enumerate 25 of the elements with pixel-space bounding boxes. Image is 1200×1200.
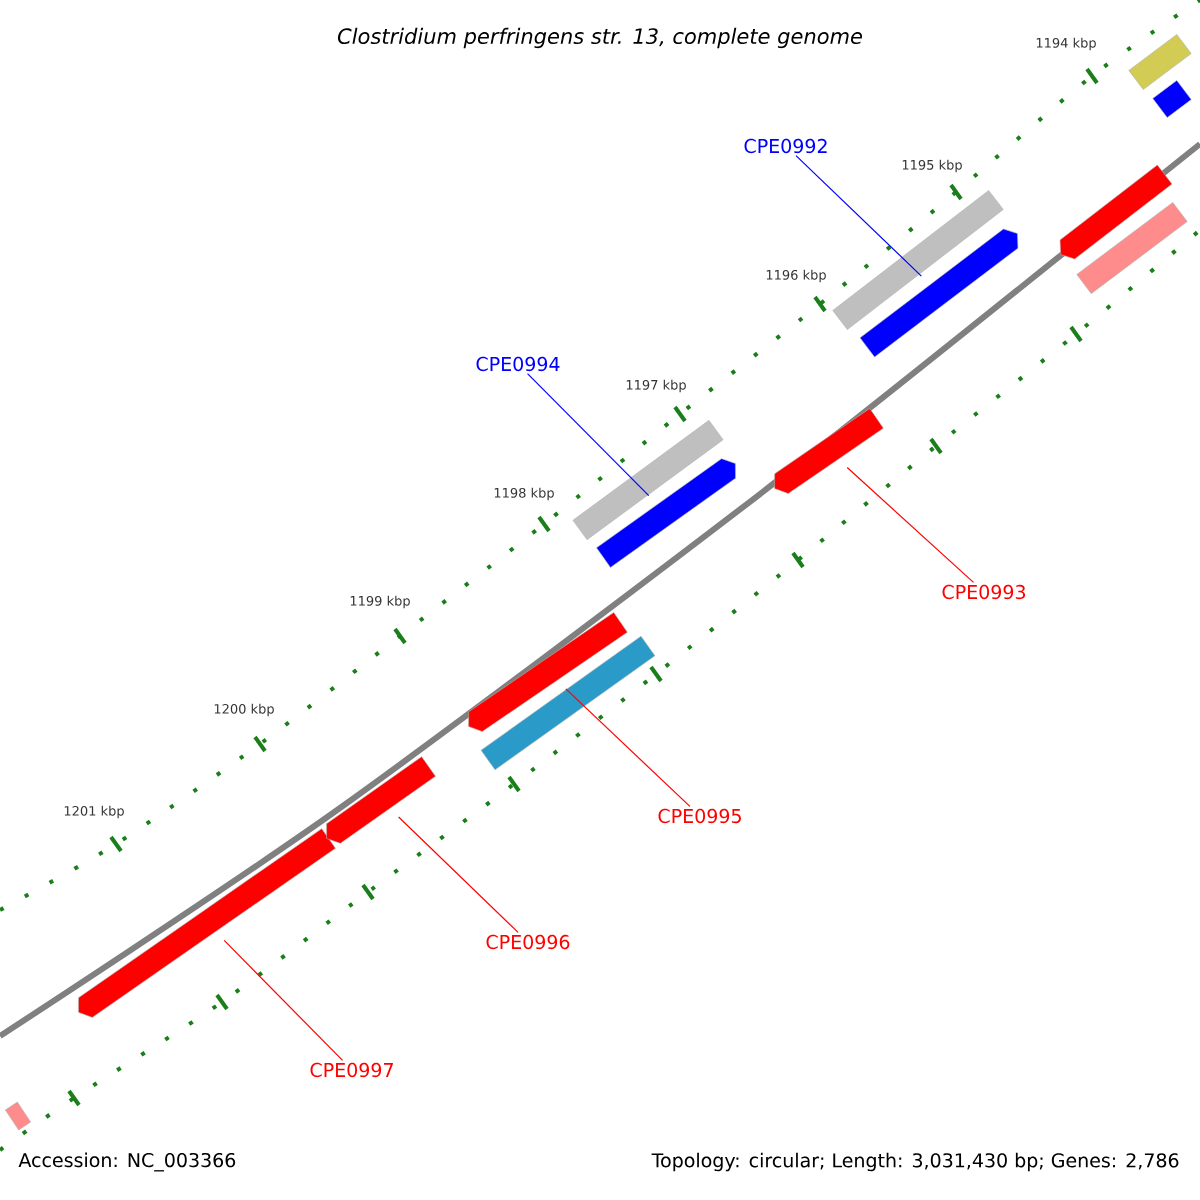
- footer-text: Topology: circular; Length: 3,031,430 bp; Genes: 2,786: [651, 1152, 1179, 1172]
- gene-label: CPE0994: [476, 356, 560, 372]
- leader-line: [846, 466, 975, 583]
- gene-feature-bar: [1076, 202, 1188, 294]
- gene-feature-bar: [78, 828, 336, 1018]
- gene-feature-bar: [1128, 34, 1192, 90]
- gene-label: CPE0997: [310, 1062, 393, 1078]
- gene-label: CPE0995: [658, 808, 741, 824]
- leader-line: [223, 939, 344, 1062]
- leader-line: [795, 155, 922, 277]
- gene-label: CPE0993: [942, 584, 1025, 600]
- title: Clostridium perfringens str. 13, complete genome: [337, 27, 862, 49]
- gene-feature-bar: [774, 408, 884, 494]
- gene-feature-bar: [859, 228, 1019, 358]
- footer-text: Accession: NC_003366: [18, 1152, 236, 1172]
- leader-line: [398, 816, 519, 934]
- leader-line: [526, 373, 650, 497]
- gene-feature-bar: [1059, 164, 1173, 260]
- leader-line: [565, 688, 691, 807]
- gene-feature-bar: [596, 458, 736, 568]
- gene-feature-bar: [1152, 80, 1192, 118]
- gene-feature-bar: [468, 612, 628, 732]
- gene-feature-bar: [326, 756, 436, 844]
- gene-label: CPE0996: [486, 934, 570, 950]
- gene-label: CPE0992: [744, 138, 827, 154]
